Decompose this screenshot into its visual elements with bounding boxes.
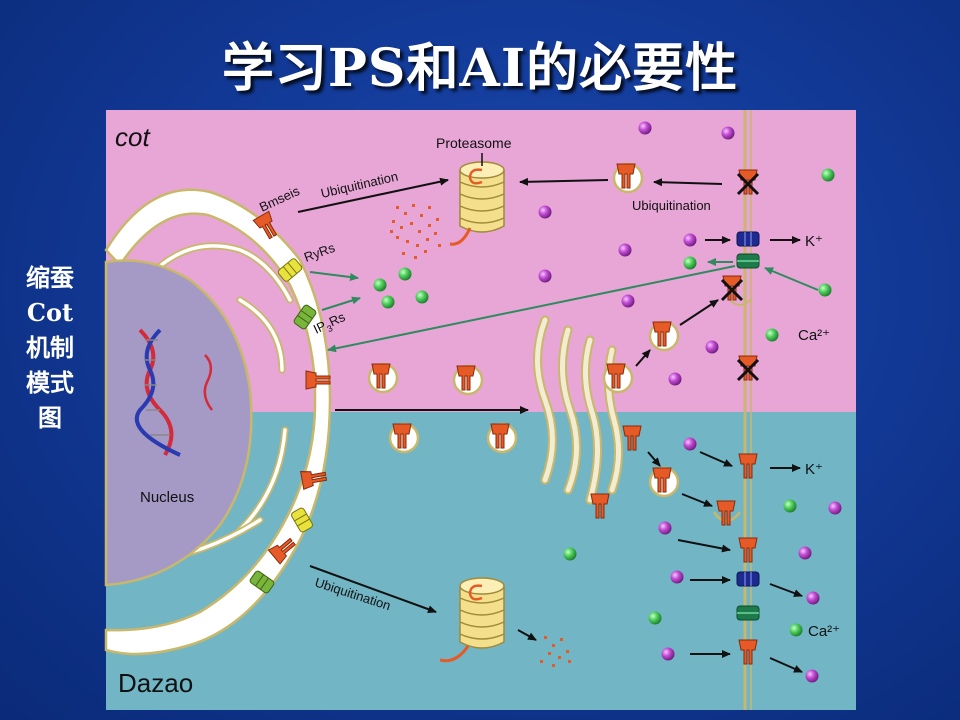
nucleus [104, 259, 253, 587]
k-ion-label-bottom: K⁺ [805, 461, 823, 478]
ip3rs-subscript: 3 [325, 323, 334, 334]
side-caption: 缩蚕Cot机制模式图 [26, 263, 74, 432]
ca-ion-label-bottom: Ca²⁺ [808, 623, 840, 640]
calcium-flux-to-er [327, 265, 736, 353]
ubiquitination-label-top-right: Ubiquitination [632, 198, 711, 213]
calcium-channel [736, 253, 760, 269]
dazao-label: Dazao [118, 668, 193, 698]
proteasome-label: Proteasome [436, 135, 512, 151]
slide-title: 学习PS和AI的必要性 [221, 38, 739, 99]
protein-fragments [390, 204, 441, 259]
ip3rs-suffix: Rs [327, 309, 348, 330]
blocked-x-icon [736, 358, 760, 382]
proteasome-icon [459, 161, 505, 233]
blocked-x-icon [720, 278, 744, 302]
endoplasmic-reticulum [104, 188, 332, 656]
k-ion-label-top: K⁺ [805, 233, 823, 250]
blocked-x-icon [736, 172, 760, 196]
protein-fragments [540, 636, 571, 667]
cot-label: cot [115, 122, 151, 152]
potassium-channel [736, 231, 760, 247]
potassium-channel [736, 571, 760, 587]
ip3rs-label: IP3Rs [311, 309, 349, 340]
dna-helix-icon [134, 328, 181, 457]
mrna-strand [203, 354, 213, 411]
ca-ion-label-top: Ca²⁺ [798, 327, 830, 344]
ubiquitination-arrow [297, 177, 449, 213]
proteasome-icon [459, 577, 505, 649]
ip3rs-prefix: IP [311, 318, 328, 337]
nucleus-label: Nucleus [140, 489, 194, 506]
calcium-channel [736, 605, 760, 621]
